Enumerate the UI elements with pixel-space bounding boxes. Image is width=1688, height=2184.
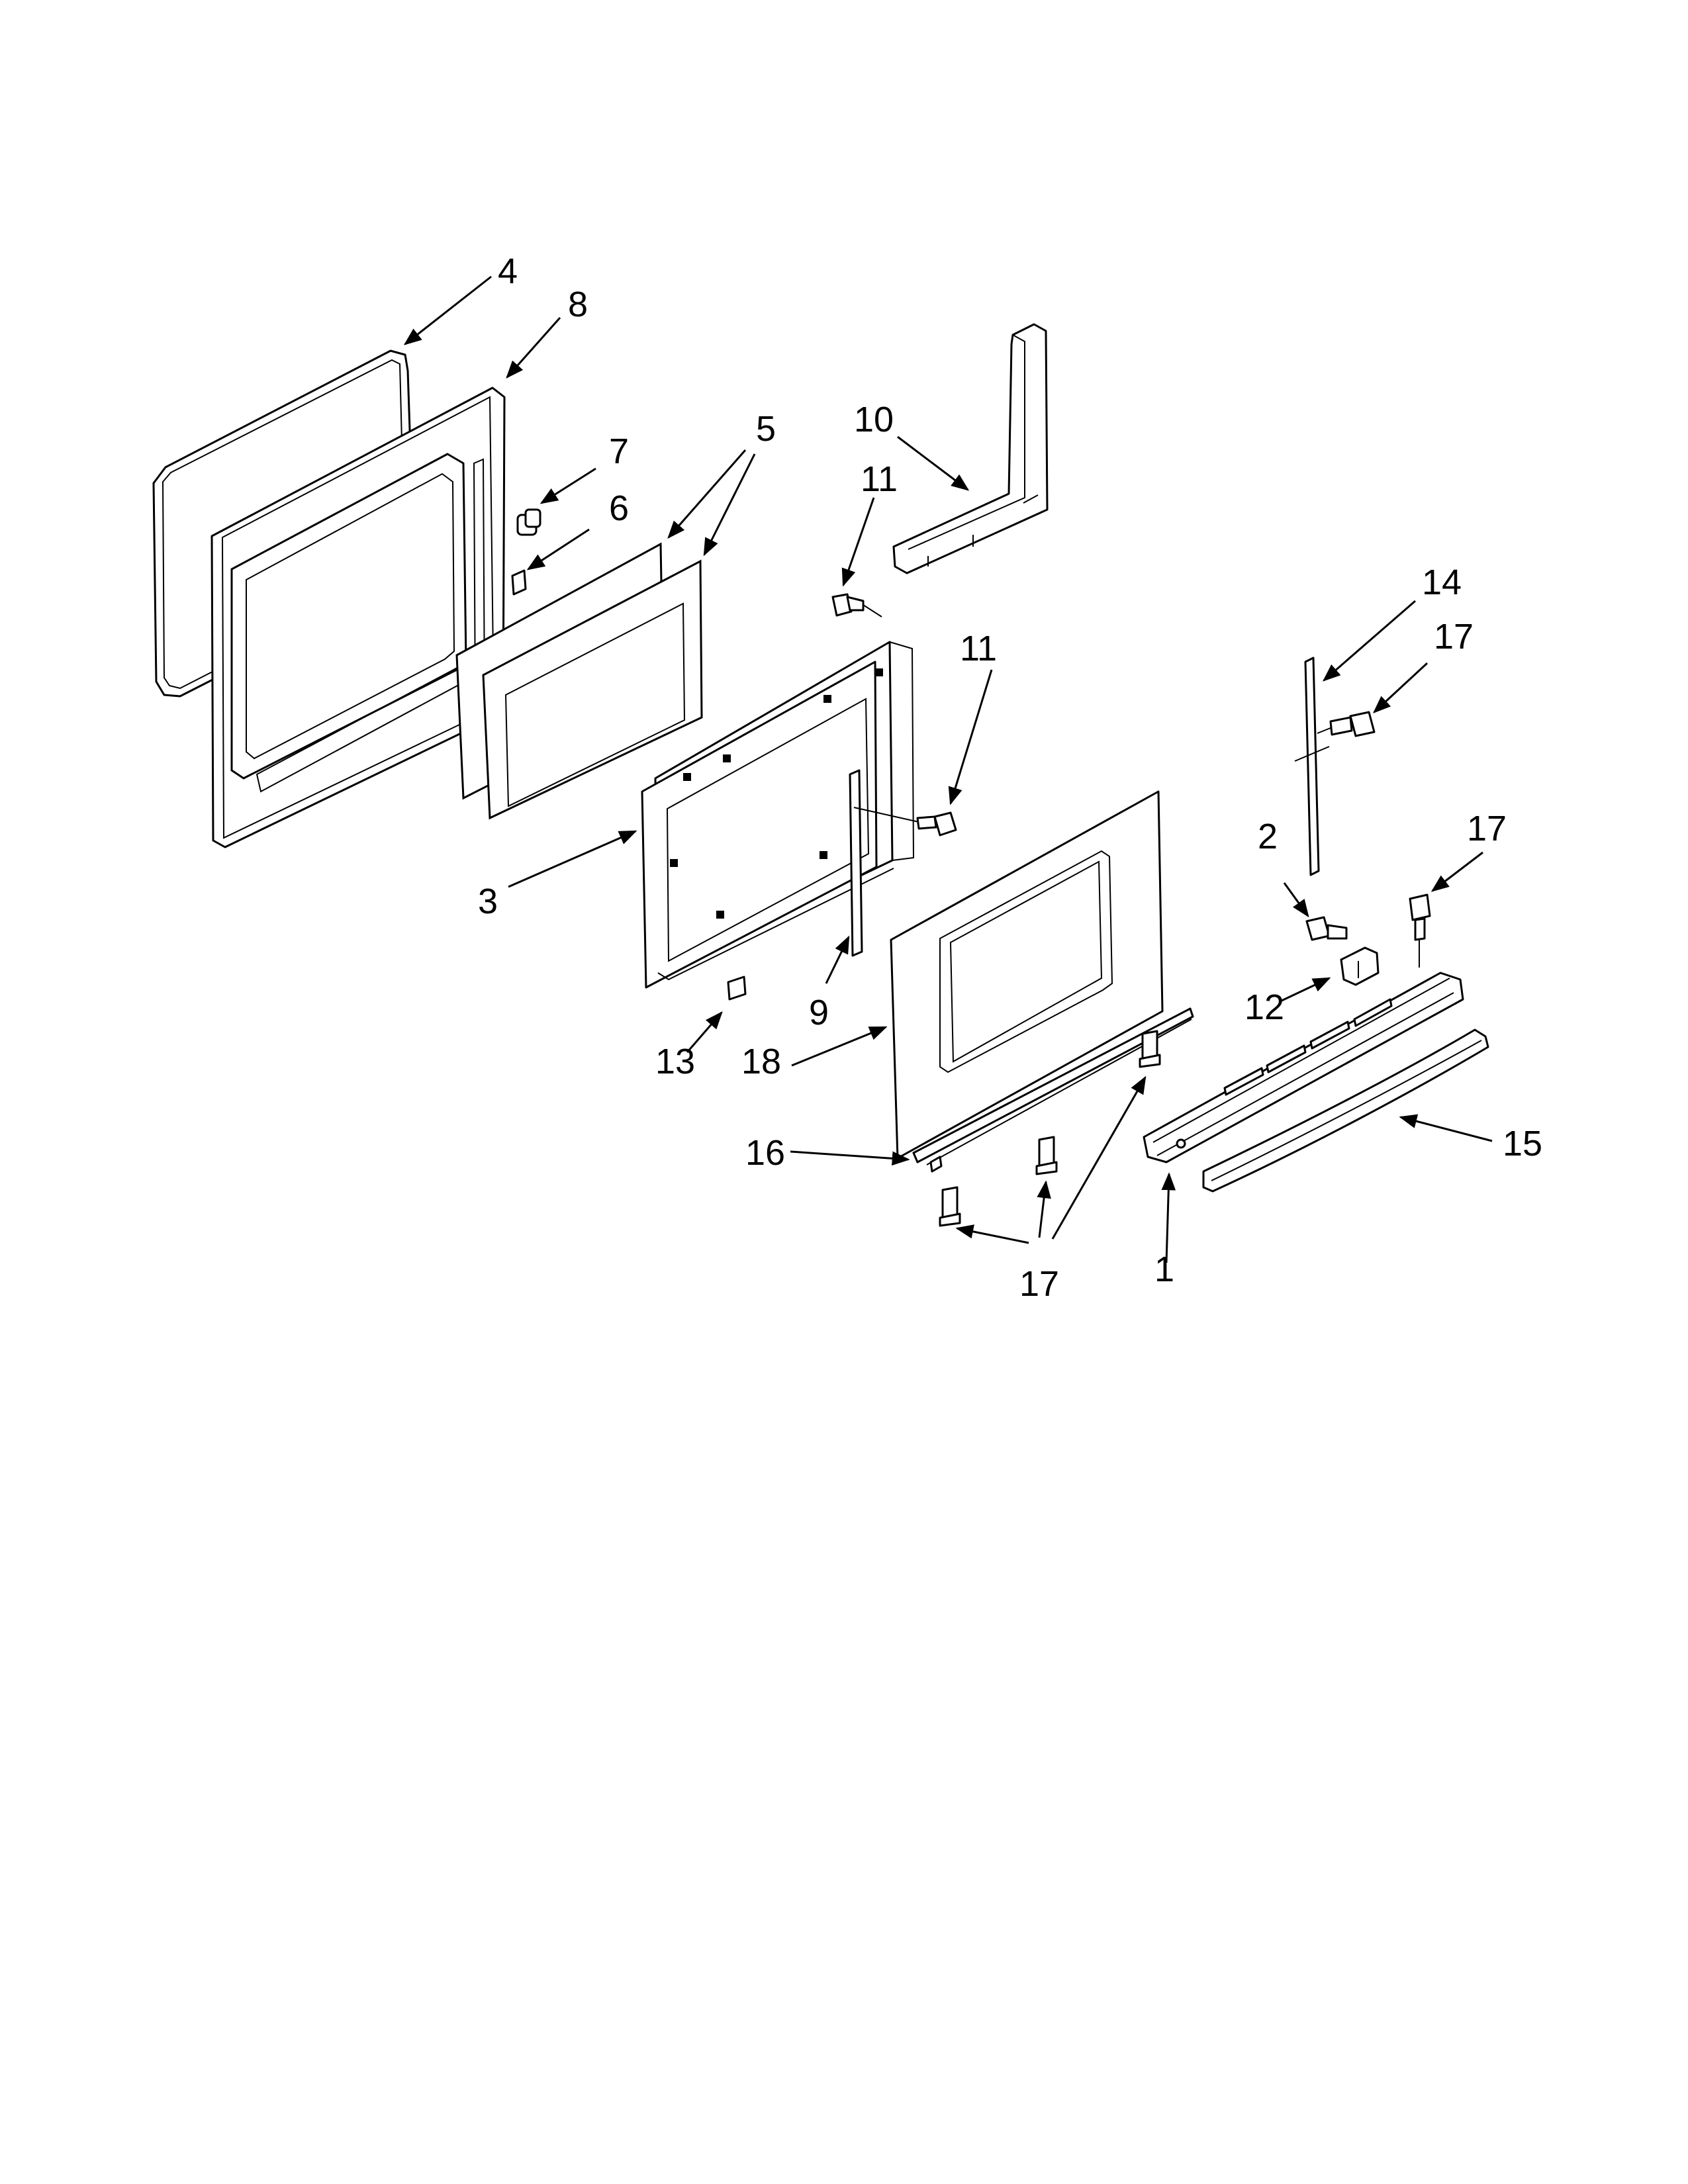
part-1-handle-base <box>1143 972 1464 1163</box>
leader-lines <box>403 275 1493 1263</box>
part-11-screw-lower <box>853 807 957 837</box>
callout-12: 12 <box>1244 987 1284 1027</box>
part-11-screw-upper <box>831 593 882 617</box>
part-17-screw-bottom-left <box>939 1186 961 1227</box>
callout-5: 5 <box>756 409 776 449</box>
part-10-vent-duct <box>892 323 1049 574</box>
part-6-spacer-block <box>511 569 527 596</box>
callout-17-handle: 17 <box>1467 809 1507 848</box>
callout-14: 14 <box>1422 563 1462 602</box>
callout-18: 18 <box>741 1042 781 1081</box>
part-17-screw-handle <box>1409 893 1431 968</box>
callout-9: 9 <box>809 993 829 1032</box>
part-8-inner-door-panel <box>211 387 506 848</box>
part-15-door-handle <box>1202 1028 1489 1193</box>
callout-17-strip: 17 <box>1434 617 1474 657</box>
part-12-handle-bracket <box>1340 946 1380 986</box>
callout-11-lower: 11 <box>960 629 997 668</box>
part-5-door-glass <box>455 542 703 820</box>
part-7-door-bumper <box>516 508 541 536</box>
callout-8: 8 <box>568 285 588 324</box>
part-2-screw <box>1305 916 1348 941</box>
part-17-screw-bottom-middle <box>1035 1136 1058 1175</box>
part-17-screw-bottom-right <box>1139 1030 1161 1068</box>
callout-15: 15 <box>1503 1124 1542 1163</box>
part-9-door-side-strip <box>849 769 863 957</box>
callout-10: 10 <box>854 400 894 439</box>
callout-6: 6 <box>609 488 629 528</box>
part-14-vertical-strip <box>1294 657 1330 876</box>
part-17-screw-strip <box>1317 711 1376 737</box>
callout-3: 3 <box>478 882 498 921</box>
callout-4: 4 <box>498 251 518 291</box>
part-13-clip <box>727 976 747 1001</box>
part-18-outer-door-panel <box>890 790 1164 1160</box>
callout-16: 16 <box>745 1133 785 1173</box>
callout-2: 2 <box>1258 817 1278 856</box>
callout-1: 1 <box>1154 1250 1174 1289</box>
callout-13: 13 <box>655 1042 695 1081</box>
callout-11-upper: 11 <box>861 459 898 499</box>
callout-7: 7 <box>609 432 629 471</box>
callout-17-bottom: 17 <box>1019 1264 1059 1304</box>
part-3-door-frame <box>641 641 915 989</box>
